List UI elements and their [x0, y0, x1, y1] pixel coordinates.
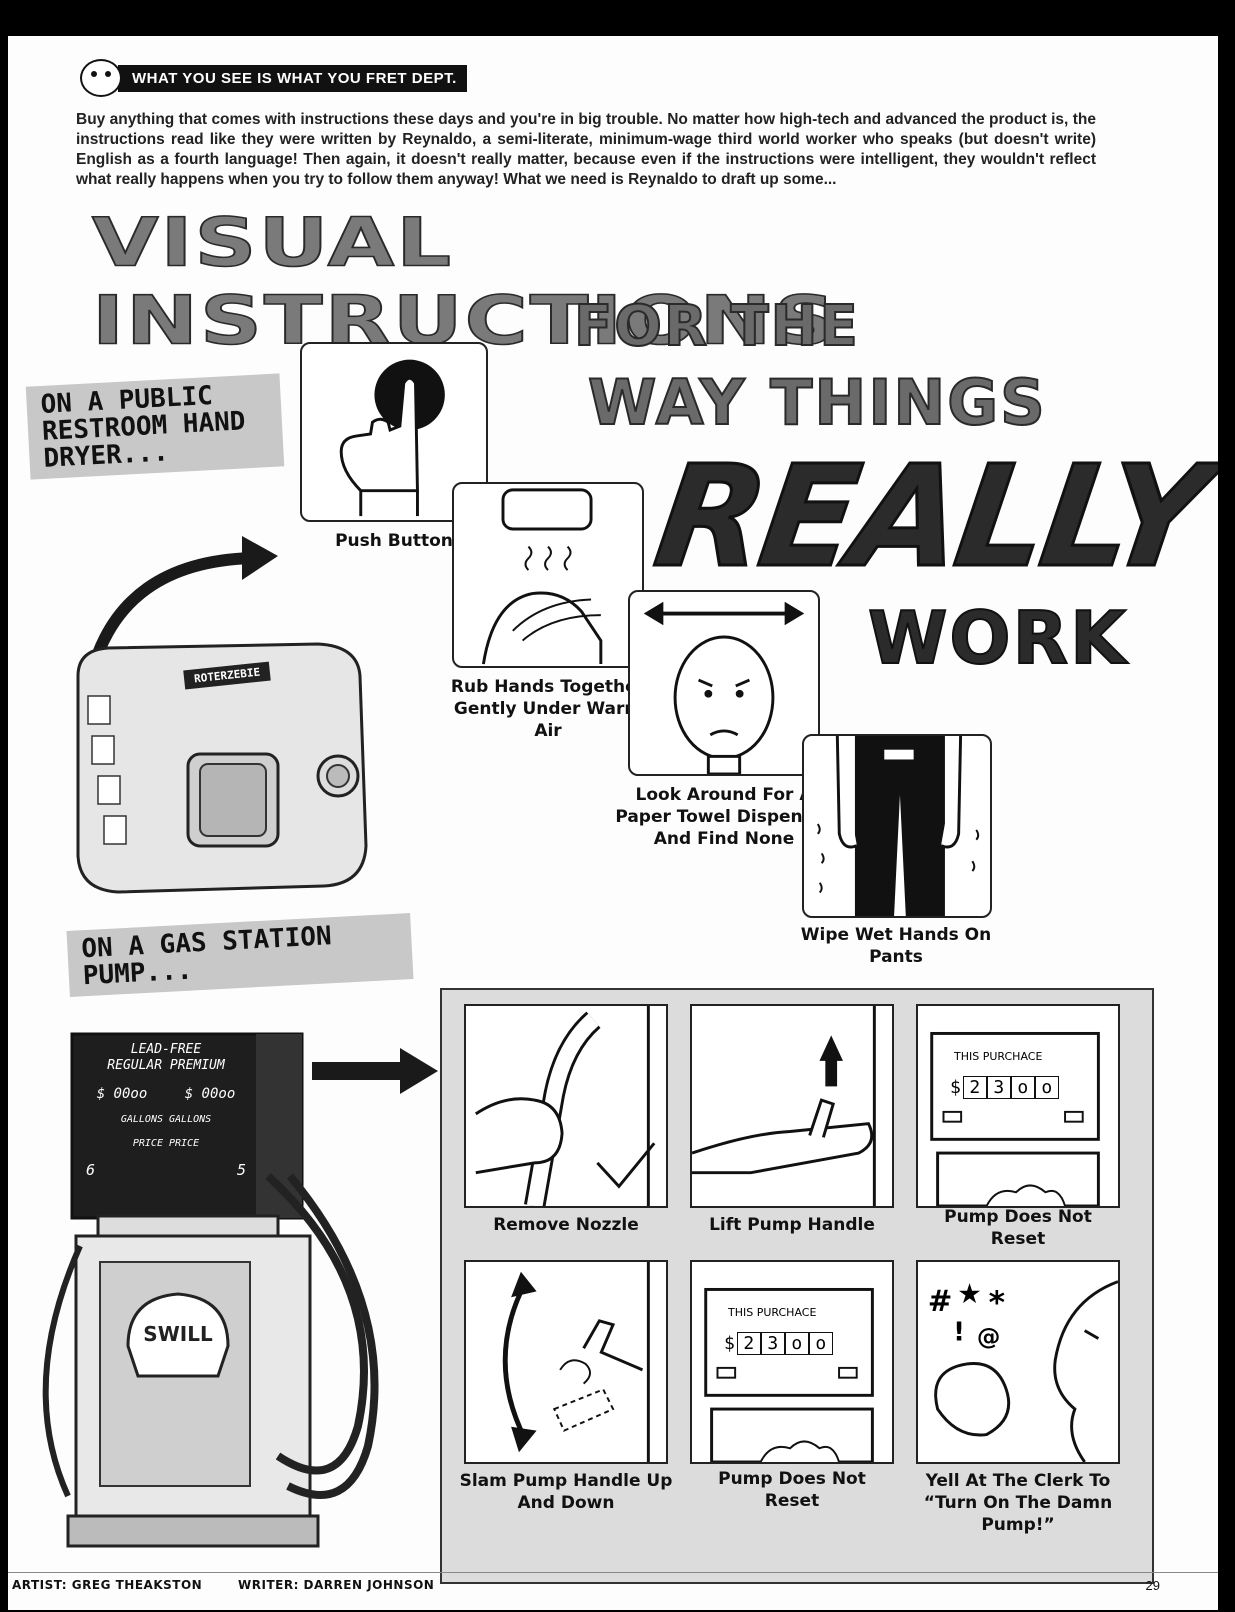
headline-visual-instructions: VISUAL INSTRUCTIONS [91, 203, 838, 361]
svg-text:!: ! [953, 1317, 965, 1347]
step-lift-handle-panel [690, 1004, 894, 1208]
purchase-digit: 3 [986, 1076, 1011, 1099]
purchase-label: THIS PURCHACE [954, 1050, 1043, 1063]
pump-price-right: $ 00oo [184, 1086, 236, 1102]
step-caption: Yell At The Clerk To “Turn On The Damn P… [923, 1471, 1113, 1535]
lift-handle-icon [692, 1006, 876, 1206]
purchase-digit: o [808, 1332, 833, 1355]
mascot-face-icon [80, 59, 122, 97]
wipe-pants-icon [816, 736, 980, 916]
step-caption: Look Around For A Paper Towel Dispenser … [615, 785, 833, 849]
step-caption: Remove Nozzle [493, 1215, 639, 1235]
section-label-gas-pump: ON A GAS STATION PUMP... [66, 913, 414, 997]
purchase-digit: o [1034, 1076, 1059, 1099]
pump-number-right: 5 [236, 1161, 246, 1179]
step-caption: Pump Does Not Reset [944, 1207, 1092, 1249]
step-rub-hands-card [452, 482, 644, 668]
pump-display-icon [704, 1287, 874, 1462]
pump-brand-logo: SWILL [143, 1322, 213, 1346]
headline-work: WORK [867, 595, 1128, 681]
step-pump-no-reset-panel-2: THIS PURCHACE $ 2 3 o o [690, 1260, 894, 1464]
look-around-icon [643, 601, 805, 774]
pump-price-left: $ 00oo [96, 1086, 148, 1102]
gas-pump-steps-box: Remove Nozzle Lift Pump Handle THIS PURC… [440, 988, 1154, 1584]
section-label-hand-dryer: ON A PUBLIC RESTROOM HAND DRYER... [25, 373, 285, 480]
slam-handle-icon [502, 1262, 650, 1462]
purchase-digit: 2 [962, 1076, 987, 1099]
footer-rule [8, 1572, 1218, 1573]
step-caption: Lift Pump Handle [709, 1215, 875, 1235]
hand-dryer-illustration: ROTERZEBIE [68, 636, 378, 896]
nozzle-icon [474, 1006, 656, 1206]
svg-text:★: ★ [957, 1279, 982, 1310]
step-pump-no-reset-panel-1: THIS PURCHACE $ 2 3 o o [916, 1004, 1120, 1208]
push-button-icon [339, 359, 445, 517]
purchase-display: $ 2 3 o o [724, 1332, 833, 1355]
svg-text:#: # [928, 1284, 953, 1318]
headline-for-the: FOR THE [573, 293, 860, 360]
gas-pump-illustration: LEAD-FREE REGULAR PREMIUM $ 00oo $ 00oo … [28, 1026, 408, 1560]
purchase-digit: o [1010, 1076, 1035, 1099]
artist-credit: ARTIST: GREG THEAKSTON [12, 1578, 203, 1592]
pump-gallons-label: GALLONS GALLONS [120, 1114, 212, 1125]
purchase-currency: $ [950, 1077, 961, 1098]
intro-paragraph: Buy anything that comes with instruction… [76, 111, 1096, 188]
step-caption: Slam Pump Handle Up And Down [459, 1471, 673, 1513]
step-yell-clerk-panel: # ★ * ! @ [916, 1260, 1120, 1464]
yell-icon: # ★ * ! @ [928, 1279, 1118, 1462]
step-caption: Rub Hands Together Gently Under Warm Air [450, 677, 646, 741]
pump-sign-line1: LEAD-FREE [130, 1042, 202, 1057]
step-caption: Wipe Wet Hands On Pants [800, 925, 992, 967]
magazine-page: WHAT YOU SEE IS WHAT YOU FRET DEPT. Buy … [8, 36, 1218, 1610]
step-remove-nozzle-panel [464, 1004, 668, 1208]
purchase-digit: o [784, 1332, 809, 1355]
rub-hands-icon [481, 488, 603, 665]
step-caption: Push Button [335, 531, 453, 551]
purchase-digit: 3 [760, 1332, 785, 1355]
purchase-digit: 2 [736, 1332, 761, 1355]
department-header: WHAT YOU SEE IS WHAT YOU FRET DEPT. [80, 59, 467, 97]
pump-number-left: 6 [86, 1161, 96, 1179]
step-look-around-card [628, 590, 820, 776]
arrow-right-icon [312, 1048, 438, 1094]
svg-text:*: * [989, 1285, 1005, 1321]
purchase-display: $ 2 3 o o [950, 1076, 1059, 1099]
pump-sign-line2: REGULAR PREMIUM [107, 1058, 225, 1073]
purchase-label: THIS PURCHACE [728, 1306, 817, 1319]
curved-arrow-icon [86, 536, 278, 674]
svg-text:@: @ [977, 1322, 1001, 1350]
pump-sign: LEAD-FREE REGULAR PREMIUM $ 00oo $ 00oo … [78, 1042, 254, 1178]
writer-credit: WRITER: DARREN JOHNSON [238, 1578, 435, 1592]
pump-price-label: PRICE PRICE [132, 1138, 200, 1149]
headline-way-things: WAY THINGS [587, 365, 1047, 440]
headline-really: REALLY [645, 435, 1217, 601]
department-label: WHAT YOU SEE IS WHAT YOU FRET DEPT. [118, 64, 467, 92]
page-number: 29 [1145, 1578, 1160, 1593]
step-slam-handle-panel [464, 1260, 668, 1464]
pump-display-icon [930, 1031, 1100, 1206]
step-caption: Pump Does Not Reset [718, 1469, 866, 1511]
step-wipe-pants-card [802, 734, 992, 918]
purchase-currency: $ [724, 1333, 735, 1354]
